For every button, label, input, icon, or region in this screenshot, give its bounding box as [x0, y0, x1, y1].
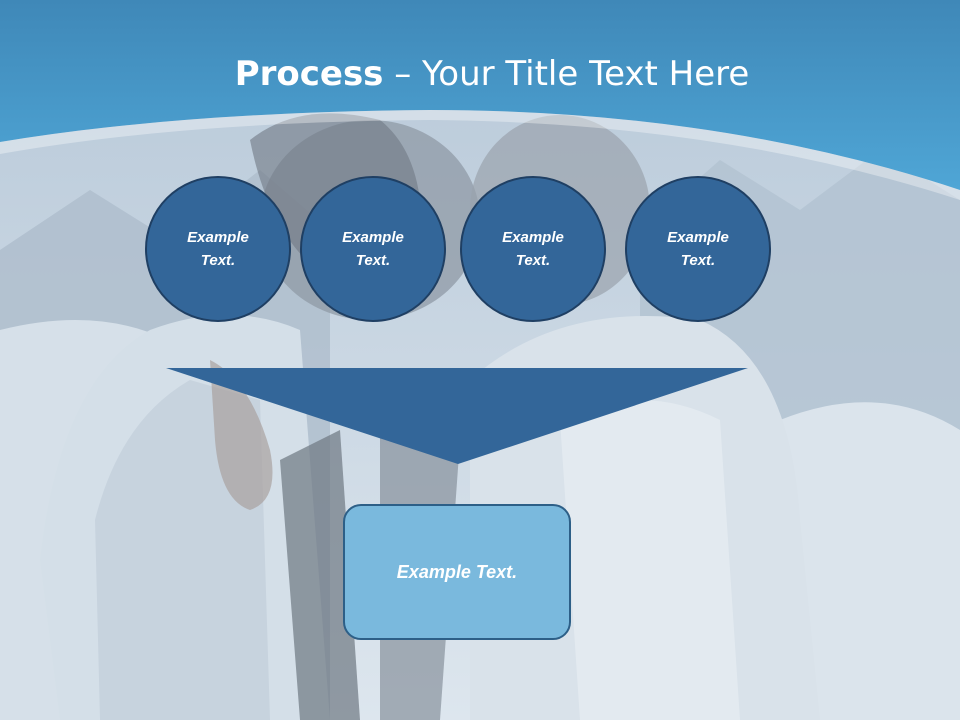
process-step-label-3: Example Text.: [502, 229, 564, 269]
process-step-circle-4[interactable]: Example Text.: [625, 176, 771, 322]
process-step-circle-2[interactable]: Example Text.: [300, 176, 446, 322]
process-step-label-1: Example Text.: [187, 229, 249, 269]
process-step-circle-1[interactable]: Example Text.: [145, 176, 291, 322]
process-step-label-2: Example Text.: [342, 229, 404, 269]
result-label: Example Text.: [396, 561, 518, 582]
slide-title: Process – Your Title Text Here: [0, 52, 960, 96]
title-bold: Process: [234, 54, 384, 94]
title-rest: – Your Title Text Here: [383, 54, 750, 94]
process-step-label-4: Example Text.: [667, 229, 729, 269]
process-step-circle-3[interactable]: Example Text.: [460, 176, 606, 322]
result-box[interactable]: Example Text.: [343, 504, 571, 640]
